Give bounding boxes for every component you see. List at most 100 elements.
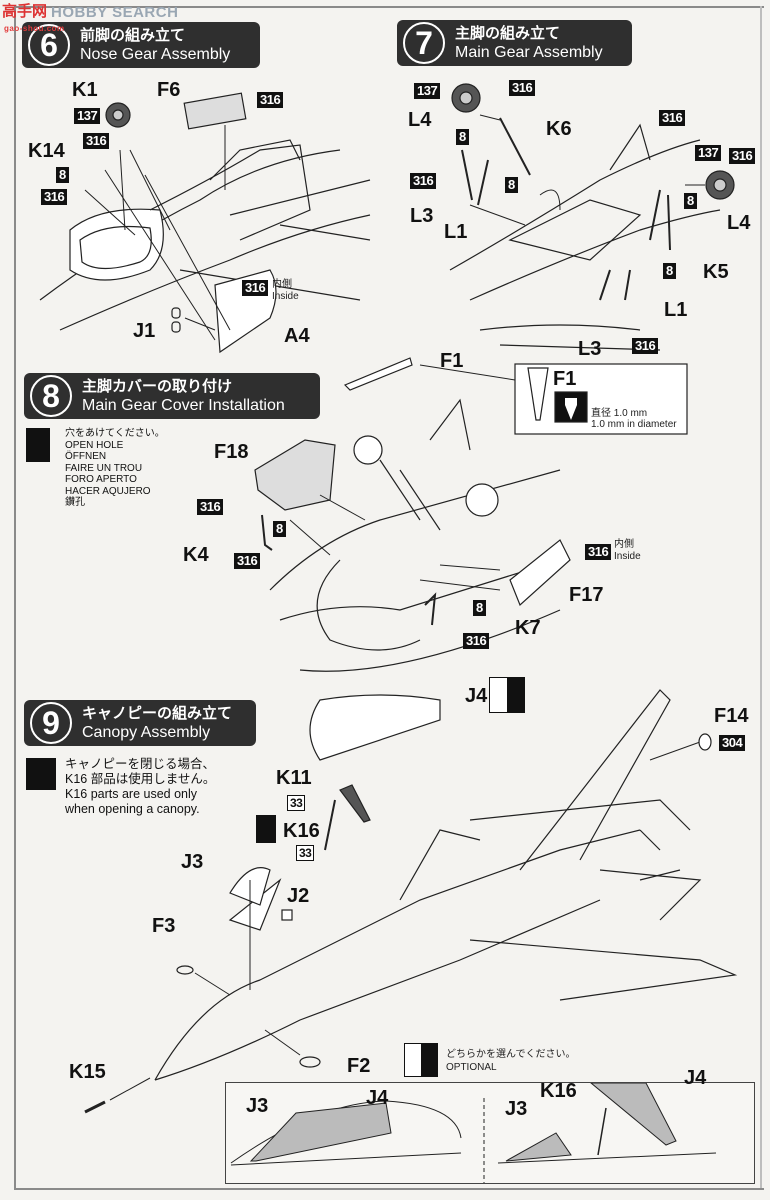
part-label-k15: K15 [69, 1061, 106, 1083]
part-label-f17: F17 [569, 584, 604, 606]
optional-arrow-icon [404, 1043, 438, 1077]
part-label-l3: L3 [578, 338, 602, 360]
inside-note-en: Inside [614, 551, 641, 562]
part-label-f3: F3 [152, 915, 176, 937]
step-7-title-en: Main Gear Assembly [455, 44, 603, 61]
paint-code-8: 8 [663, 263, 676, 279]
drill-diameter-jp: 直径 1.0 mm [591, 408, 648, 419]
caution-line-2: K16 部品は使用しません。 [65, 772, 216, 786]
step-8-header: 8 主脚カバーの取り付け Main Gear Cover Installatio… [24, 373, 320, 419]
paint-code-137: 137 [414, 83, 441, 99]
part-label-l4: L4 [408, 109, 432, 131]
paint-code-8: 8 [56, 167, 69, 183]
step-8-number: 8 [30, 375, 72, 417]
step-6-title-jp: 前脚の組み立て [80, 27, 186, 44]
open-label-k16: K16 [540, 1080, 577, 1102]
part-label-l1: L1 [664, 299, 688, 321]
open-hole-es: HACER AQUJERO [65, 485, 151, 497]
watermark-site: gao-shou.com [4, 24, 65, 33]
paint-code-8: 8 [684, 193, 697, 209]
page-edge [760, 6, 762, 1188]
step-6-title-en: Nose Gear Assembly [80, 46, 231, 63]
part-label-k6: K6 [546, 118, 572, 140]
part-label-k1: K1 [72, 79, 98, 101]
paint-code-33: 33 [296, 845, 315, 861]
open-label-j4: J4 [684, 1067, 707, 1089]
step9-aircraft-drawing [154, 689, 738, 1081]
f6-panel-shape [183, 92, 247, 130]
paint-code-8: 8 [273, 521, 286, 537]
paint-code-316: 316 [41, 189, 68, 205]
main-wheel-right-shape [465, 483, 499, 517]
f18-door-shape [254, 439, 336, 511]
open-hole-zh: 鑽孔 [65, 497, 85, 508]
canopy-caution-note: キャノピーを閉じる場合、 K16 部品は使用しません。 K16 parts ar… [65, 757, 215, 817]
open-hole-jp: 穴をあけてください。 [65, 428, 165, 439]
f14-part-shape [698, 733, 712, 751]
f1-strut-shape [343, 357, 413, 391]
closed-canopy-shape [249, 1102, 392, 1162]
part-label-j3: J3 [181, 851, 204, 873]
step-8-title-en: Main Gear Cover Installation [82, 397, 285, 414]
part-label-l3: L3 [410, 205, 434, 227]
step-9-title-jp: キャノピーの組み立て [82, 705, 233, 722]
part-label-f1: F1 [440, 350, 464, 372]
part-label-a4: A4 [284, 325, 310, 347]
caution-line-3: K16 parts are used only [65, 787, 198, 801]
part-label-f18: F18 [214, 441, 249, 463]
open-j4-shape [589, 1082, 677, 1146]
part-label-f1-inset: F1 [553, 368, 577, 390]
watermark-text: HOBBY SEARCH [51, 4, 179, 21]
inside-note-jp: 内側 [614, 539, 634, 550]
part-label-j4: J4 [465, 685, 488, 707]
f3-part-shape [176, 965, 194, 975]
step-7-title-jp: 主脚の組み立て [455, 25, 561, 42]
j1-part-shape [171, 307, 181, 319]
optional-jp: どちらかを選んでください。 [446, 1049, 576, 1060]
optional-arrow-icon [489, 677, 525, 713]
watermark: 高手网 HOBBY SEARCH gao-shou.com [2, 3, 179, 34]
k4-part-shape [261, 514, 273, 551]
part-label-k16: K16 [283, 820, 320, 842]
k16-rod-shape [324, 799, 336, 851]
paint-code-137: 137 [74, 108, 101, 124]
open-hole-legend: 穴をあけてください。 OPEN HOLE ÖFFNEN FAIRE UN TRO… [65, 428, 165, 509]
open-label-j3: J3 [505, 1098, 528, 1120]
watermark-logo: 高手网 [2, 3, 48, 20]
step-7-header: 7 主脚の組み立て Main Gear Assembly [397, 20, 632, 66]
step-8-title-jp: 主脚カバーの取り付け [82, 378, 233, 395]
k15-part-shape [84, 1100, 106, 1114]
step6-fuselage-drawing [39, 139, 371, 331]
part-label-f6: F6 [157, 79, 181, 101]
paint-code-316: 316 [729, 148, 756, 164]
step-6-header: 6 前脚の組み立て Nose Gear Assembly [22, 22, 260, 68]
paint-code-316: 316 [410, 173, 437, 189]
paint-code-316: 316 [632, 338, 659, 354]
caution-icon [256, 815, 276, 843]
step-9-header: 9 キャノピーの組み立て Canopy Assembly [24, 700, 256, 746]
paint-code-316: 316 [242, 280, 269, 296]
closed-label-j4: J4 [366, 1087, 389, 1109]
part-label-k14: K14 [28, 140, 65, 162]
drill-hole-icon [26, 428, 50, 462]
closed-label-j3: J3 [246, 1095, 269, 1117]
f17-door-shape [509, 539, 571, 607]
canopy-profiles-drawing [230, 1082, 717, 1183]
step-6-number: 6 [28, 24, 70, 66]
paint-code-316: 316 [257, 92, 284, 108]
paint-code-316: 316 [659, 110, 686, 126]
paint-code-8: 8 [456, 129, 469, 145]
caution-line-4: when opening a canopy. [65, 802, 200, 816]
step-9-number: 9 [30, 702, 72, 744]
paint-code-137: 137 [695, 145, 722, 161]
open-hole-it: FORO APERTO [65, 474, 137, 485]
paint-code-8: 8 [505, 177, 518, 193]
drill-diameter-en: 1.0 mm in diameter [591, 419, 677, 430]
paint-code-8: 8 [473, 600, 486, 616]
caution-line-1: キャノピーを閉じる場合、 [65, 757, 216, 771]
optional-en: OPTIONAL [446, 1062, 497, 1073]
part-label-k7: K7 [515, 617, 541, 639]
step8-fuselage-drawing [269, 398, 561, 672]
paint-code-316: 316 [83, 133, 110, 149]
